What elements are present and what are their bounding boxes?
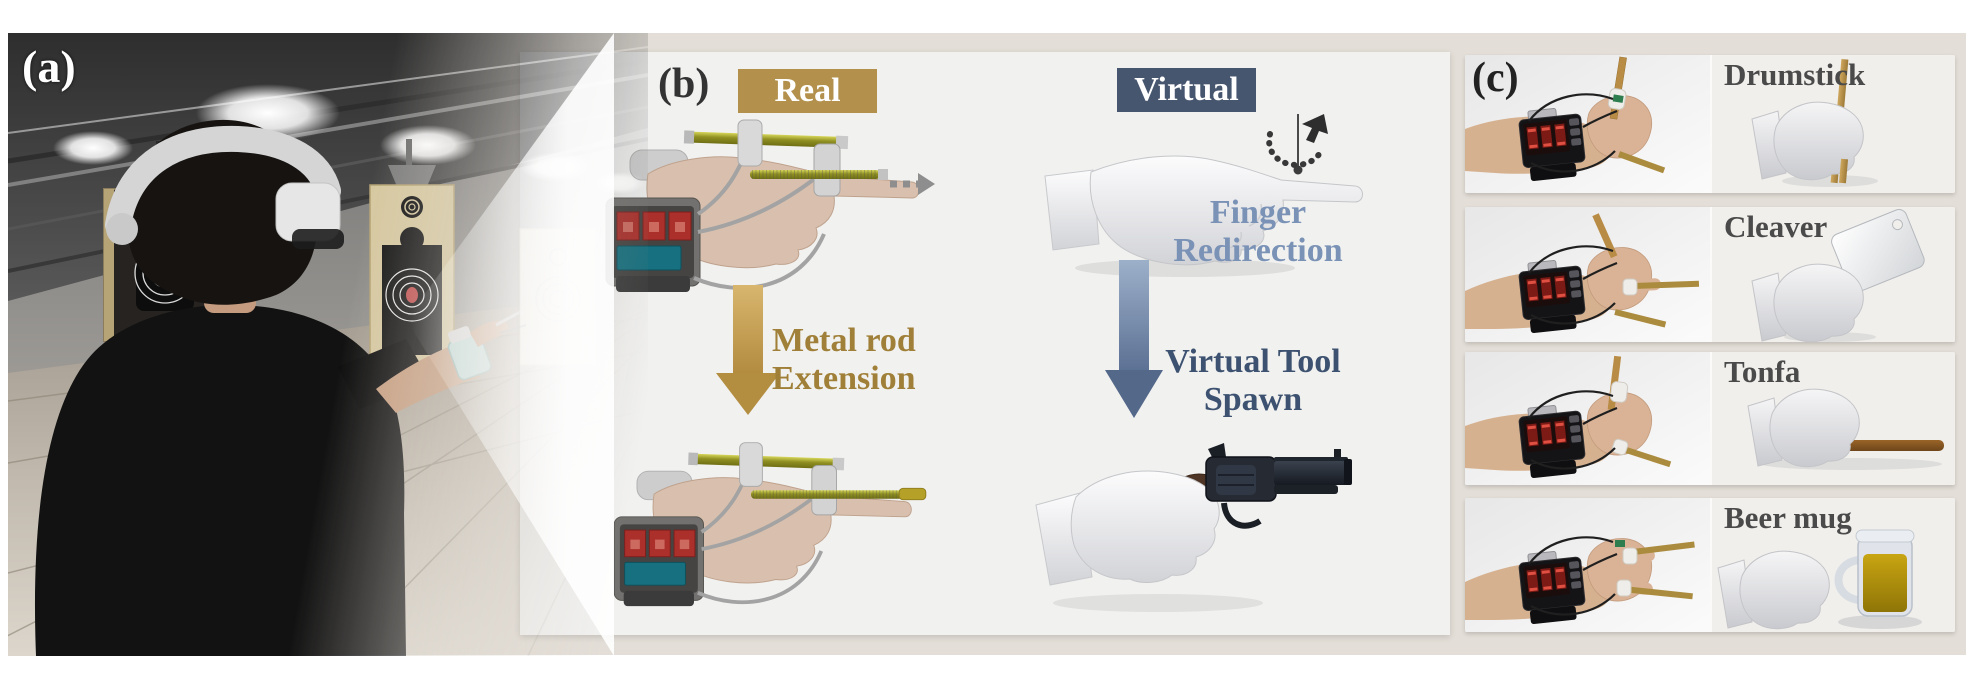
brass-rod [1614,309,1667,328]
mug-handle [1834,556,1860,604]
sleeve [338,339,430,409]
tool-row-tonfa: Tonfa [1465,352,1955,485]
finger-redirection-cursor-icon [1266,114,1328,175]
tool-label: Beer mug [1724,500,1852,535]
vr-headset-visor [292,229,344,249]
tool-row-photo [1465,352,1710,485]
virtual-spawn-down-arrow-icon [1105,260,1163,418]
brass-rod [1624,541,1695,556]
tool-label: Tonfa [1724,354,1801,389]
real-hand [652,477,912,584]
tool-row-photo [1465,498,1710,632]
virtual-badge: Virtual [1117,68,1256,112]
tool-row-render: Tonfa [1710,352,1955,485]
metal-rod-mechanism-extended [688,442,927,516]
virtual-tool-spawn-line1: Virtual Tool [1165,343,1341,380]
tool-label: Drumstick [1724,57,1866,92]
metal-rod-extension-caption: Metal rod Extension [772,322,942,398]
mug-rim [1855,529,1915,543]
finger-redirection-line2: Redirection [1173,232,1343,269]
virtual-fist [1773,263,1864,342]
finger-tape-clamp [1609,381,1629,403]
tool-row-beer-mug: Beer mug [1465,498,1955,632]
wires [1528,93,1618,173]
revolver-sight [1334,449,1341,457]
panel-c-label: (c) [1472,55,1519,101]
panel-b-card: (b) Real Virtual [520,52,1450,635]
ceiling-light [53,131,133,165]
virtual-hand-with-revolver [1035,443,1352,612]
tool-row-cleaver: Cleaver [1465,207,1955,342]
metal-rod-line2: Extension [772,360,916,397]
virtual-hand [1089,155,1363,266]
extended-rod-tip [898,487,927,501]
finger-redirection-caption: Finger Redirection [1158,194,1358,270]
panel-a-label: (a) [22,41,76,92]
brass-rod [1616,444,1672,468]
person-back-view [34,119,527,656]
wires [1528,536,1618,616]
virtual-fist [1070,470,1220,583]
revolver [1205,443,1352,529]
virtual-fist [1769,388,1860,468]
ceiling-light [380,125,476,165]
vr-headset-rear-pad [106,213,138,245]
black-tshirt-torso [34,304,406,656]
virtual-fist [1739,550,1830,630]
virtual-tool-spawn-caption: Virtual Tool Spawn [1143,343,1363,419]
beer-liquid [1863,554,1907,612]
trigger-guard [1221,502,1262,529]
tool-row-render: Drumstick [1710,55,1955,193]
revolver-barrel [1274,461,1348,485]
finger-tape-clamp [1611,438,1629,456]
dashed-extension-arrow-icon [890,173,935,195]
tool-row-photo [1465,207,1710,342]
vr-headset-strap [105,125,341,238]
brass-rod [1622,586,1693,600]
real-hand-device-retracted [605,119,935,292]
finger-redirection-line1: Finger [1209,194,1307,231]
virtual-wrist [1044,169,1100,251]
virtual-cleaver-blade [1831,209,1925,293]
brass-rod [1617,151,1666,174]
metal-rod-mechanism [683,119,888,197]
rod-clamp [737,119,763,167]
tool-row-drumstick: Drumstick [1465,55,1955,193]
metal-rod-line1: Metal rod [772,322,916,359]
metal-rod-down-arrow-icon [716,285,780,415]
hair [126,119,318,305]
drumstick-rod [1607,56,1627,120]
wires [1528,245,1618,325]
finger-tape-clamp [1622,278,1638,296]
brass-rod [1632,280,1700,289]
tool-label: Cleaver [1724,209,1828,244]
panel-b-label: (b) [658,61,710,107]
virtual-fist [1773,101,1864,181]
tool-row-photo [1465,55,1710,193]
finger-tape-clamp [1622,547,1638,565]
tool-row-render: Beer mug [1710,498,1955,632]
real-badge: Real [738,69,877,113]
wrist-display-device [1518,260,1586,334]
wrist-display-device [1518,108,1586,182]
revolver-cylinder [1216,465,1256,495]
drumstick-rod [1592,213,1618,259]
virtual-tool-spawn-line2: Spawn [1203,381,1303,418]
tool-row-render: Cleaver [1710,207,1955,342]
wires [1528,390,1618,470]
virtual-beer-mug [1834,529,1915,617]
finger-tape-clamp [1616,579,1632,597]
